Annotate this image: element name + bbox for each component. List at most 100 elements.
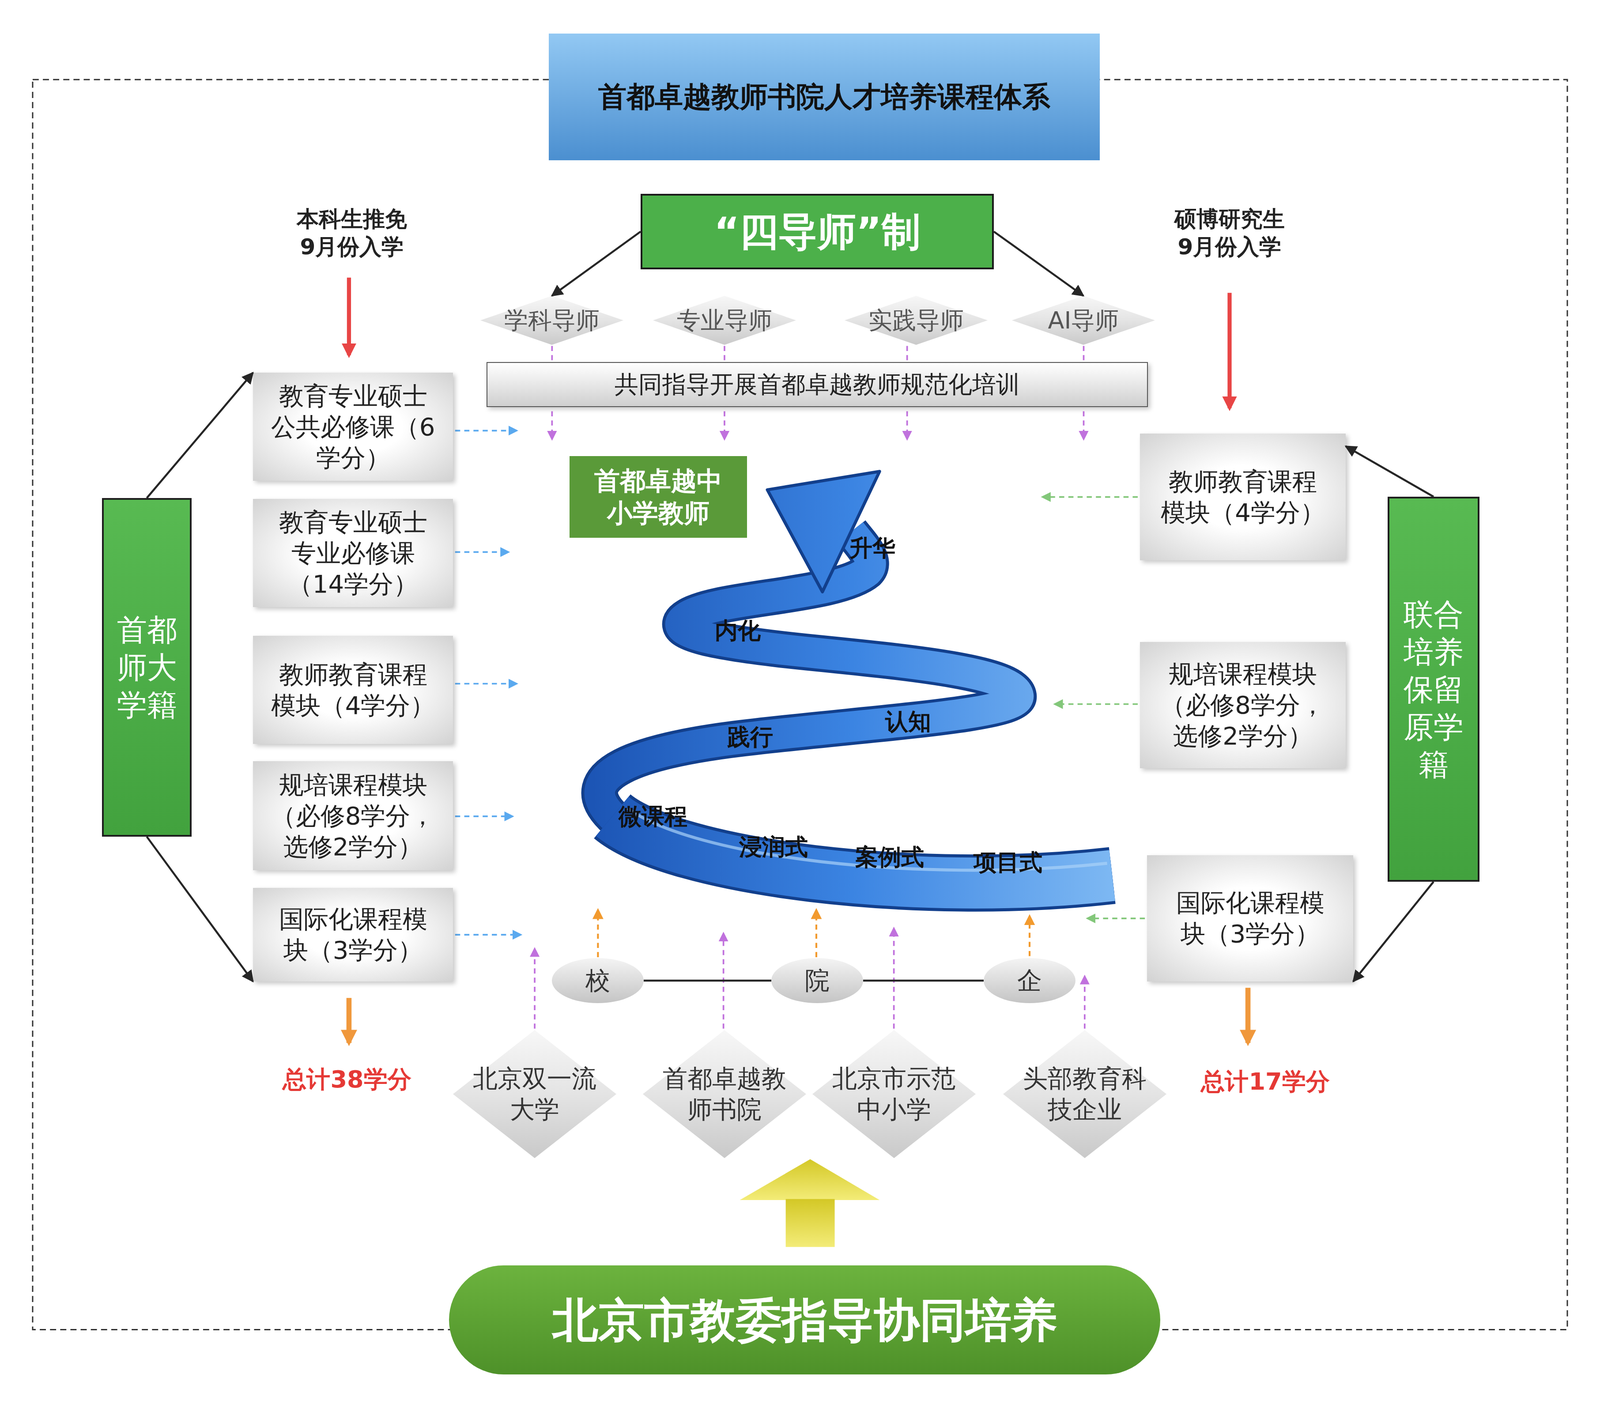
diamond-outline: [812, 1030, 976, 1159]
guidance-line: [551, 345, 554, 362]
course-box: 规培课程模块（必修8学分，选修2学分）: [252, 761, 453, 871]
spiral-edge: [599, 531, 1113, 884]
stage-label: 践行: [697, 722, 804, 752]
method-label: 项目式: [950, 848, 1066, 877]
mentor-diamond: 学科导师: [480, 295, 624, 345]
course-input-arrows: [1042, 497, 1145, 919]
guidance-banner: 北京市教委指导协同培养: [449, 1265, 1161, 1375]
credit-total: 总计17学分: [1172, 1066, 1359, 1097]
node-text: 首都师大学籍: [113, 611, 181, 724]
support-arrow-big: [739, 1159, 880, 1248]
connector-arrow: [993, 231, 1084, 297]
course-arrow: [1087, 917, 1145, 920]
guidance-arrow: [723, 411, 726, 439]
course-arrow: [1042, 496, 1138, 499]
connector-arrow: [551, 231, 641, 297]
method-label: 案例式: [832, 842, 948, 872]
node-text: 国际化课程模块（3学分）: [269, 903, 438, 966]
system-box: “四导师”制: [640, 193, 994, 270]
node-text: 国际化课程模块（3学分）: [1166, 887, 1335, 950]
guidance-line: [723, 345, 726, 362]
node-text: 教师教育课程模块（4学分）: [1158, 466, 1327, 529]
partner-oval: 企: [983, 958, 1076, 1004]
course-box: 教育专业硕士公共必修课（6学分）: [252, 372, 453, 481]
partner-diamond: 北京双一流大学: [452, 1030, 617, 1159]
link-line: [643, 979, 772, 982]
node-text: 规培课程模块（必修8学分，选修2学分）: [269, 769, 438, 863]
partner-arrow: [815, 910, 818, 958]
support-arrow: [533, 948, 536, 1029]
course-box: 教育专业硕士专业必修课（14学分）: [252, 498, 453, 608]
node-text: 首都卓越中小学教师: [592, 464, 725, 529]
node-text: 教师教育课程模块（4学分）: [269, 659, 438, 721]
node-text: 教育专业硕士公共必修课（6学分）: [269, 380, 438, 474]
node-text: 学科导师: [485, 305, 619, 336]
mentor-diamond: 实践导师: [844, 295, 988, 345]
credit-total: 总计38学分: [254, 1064, 440, 1095]
support-arrow: [722, 933, 725, 1029]
course-box: 规培课程模块（必修8学分，选修2学分）: [1139, 641, 1346, 769]
connector-arrow: [147, 372, 254, 499]
diamond-shape: [1011, 295, 1155, 345]
node-text: 首都卓越教师书院: [660, 1063, 789, 1125]
node-text: 专业导师: [658, 305, 791, 336]
node-text: 北京双一流大学: [470, 1063, 599, 1125]
support-arrow: [893, 928, 895, 1029]
stage-label: 升华: [819, 533, 926, 563]
partner-diamond: 首都卓越教师书院: [642, 1030, 807, 1159]
mentor-diamond: AI导师: [1011, 295, 1155, 345]
partner-arrow: [596, 910, 599, 958]
course-box: 国际化课程模块（3学分）: [1147, 855, 1354, 982]
diamond-shape: [844, 295, 988, 345]
mentor-guidance-arrows: [534, 345, 1085, 1029]
node-text: “四导师”制: [645, 207, 990, 257]
node-text: 校: [558, 965, 638, 997]
oval-shape: [551, 958, 644, 1004]
node-text: AI导师: [1017, 305, 1150, 336]
course-arrow: [455, 815, 513, 818]
mentor-diamond: 专业导师: [652, 295, 797, 345]
diamond-shape: [452, 1030, 617, 1159]
total-arrow: [1245, 987, 1251, 1043]
guidance-line: [906, 345, 909, 362]
course-input-arrows: [455, 430, 521, 935]
partner-arrow: [1028, 916, 1031, 956]
diamond-shape: [480, 295, 624, 345]
connector-arrow: [1353, 881, 1434, 982]
connector-arrow: [1345, 446, 1434, 497]
course-arrow: [455, 683, 517, 685]
enrolment-arrow: [1227, 292, 1232, 408]
guidance-arrow: [906, 411, 909, 439]
enrolment-arrows: [348, 277, 1230, 409]
total-arrow: [346, 997, 352, 1043]
node-text: 院: [777, 965, 857, 997]
diamond-shape: [1003, 1030, 1167, 1159]
node-text: 北京市示范中小学: [830, 1063, 959, 1125]
enrolment-note: 本科生推免 9月份入学: [290, 205, 414, 261]
guidance-line: [1083, 345, 1085, 362]
spiral-arrowhead: [767, 471, 880, 593]
title-text: 首都卓越教师书院人才培养课程体系: [559, 77, 1090, 117]
title-banner: 首都卓越教师书院人才培养课程体系: [548, 33, 1100, 161]
big-arrow-head: [739, 1159, 880, 1200]
node-text: 企: [989, 965, 1070, 997]
enrolment-arrow: [347, 277, 351, 356]
support-arrow: [1083, 976, 1086, 1029]
big-arrow-shaft: [785, 1199, 835, 1248]
diamond-outline: [642, 1030, 807, 1159]
node-text: 教育专业硕士专业必修课（14学分）: [269, 506, 438, 600]
method-label: 浸润式: [716, 832, 831, 862]
partner-diamond: 头部教育科技企业: [1003, 1030, 1167, 1159]
oval-shape: [771, 958, 864, 1004]
link-line: [863, 979, 984, 982]
diamond-shape: [812, 1030, 976, 1159]
node-text: 头部教育科技企业: [1020, 1063, 1149, 1125]
partner-oval: 校: [551, 958, 644, 1004]
diamond-shape: [652, 295, 797, 345]
status-box: 首都师大学籍: [101, 498, 192, 837]
node-text: 规培课程模块（必修8学分，选修2学分）: [1158, 658, 1327, 752]
node-text: 北京市教委指导协同培养: [462, 1291, 1148, 1349]
diamond-outline: [452, 1030, 617, 1159]
partner-arrows: [597, 910, 1030, 958]
course-arrow: [455, 933, 521, 936]
